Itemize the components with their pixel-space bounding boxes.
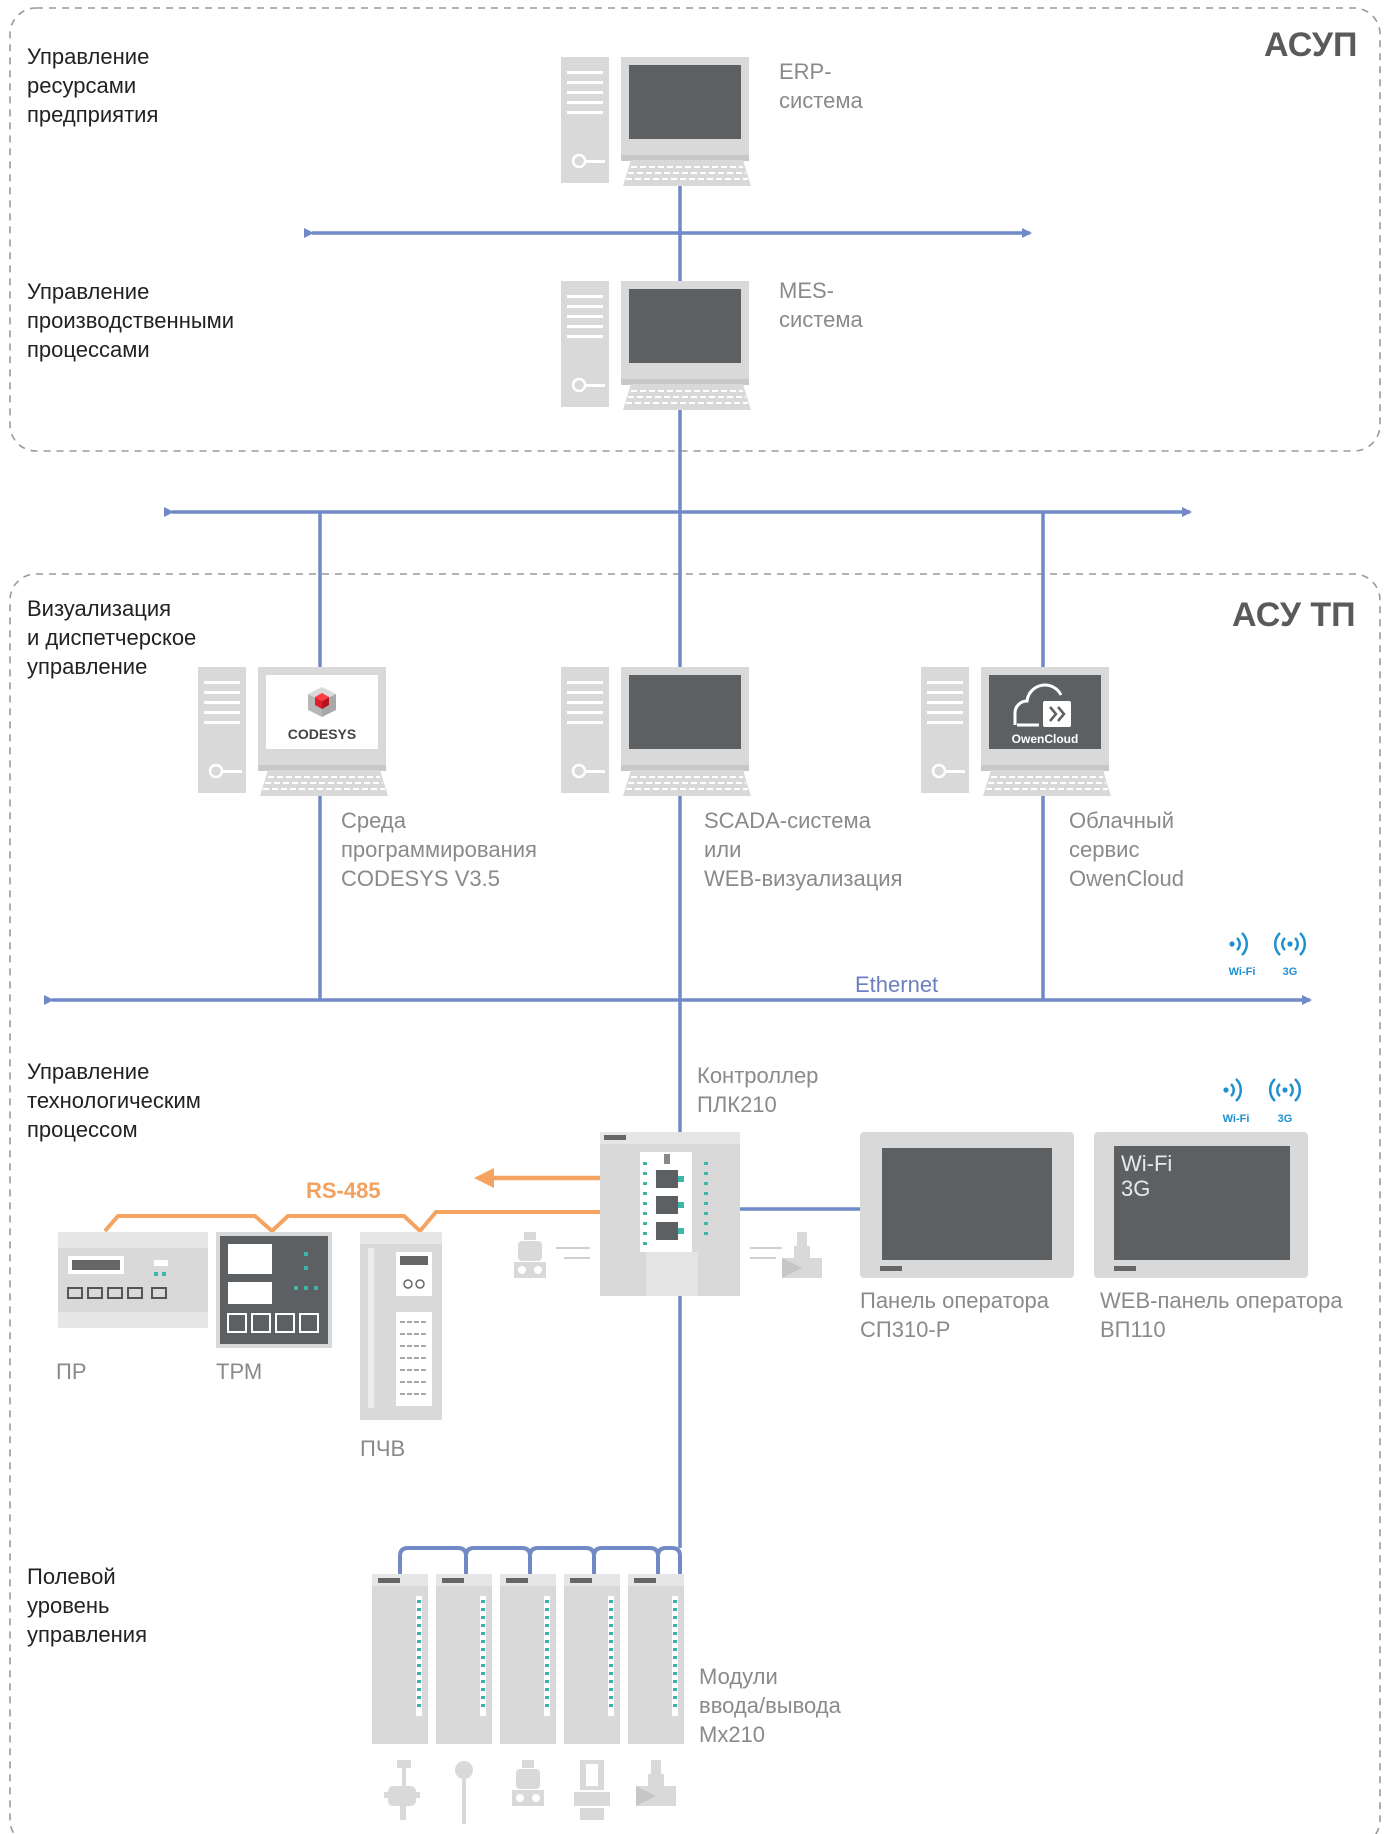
exchange-arrows-icon bbox=[556, 1247, 590, 1259]
plc210-controller bbox=[600, 1132, 740, 1296]
vp110-panel bbox=[1094, 1132, 1308, 1278]
vp110-screen-text: Wi-Fi 3G bbox=[1121, 1151, 1173, 1201]
owencloud-workstation: OwenCloud bbox=[919, 665, 1112, 797]
wifi-icon bbox=[1228, 931, 1249, 957]
rs485-bus bbox=[103, 1210, 600, 1234]
module-link bbox=[398, 1546, 468, 1574]
pchv-device bbox=[360, 1232, 442, 1420]
cloud-icon bbox=[1013, 683, 1071, 727]
asutp-zone-tag: АСУ ТП bbox=[1232, 596, 1356, 634]
io-module bbox=[564, 1574, 620, 1744]
vp110-label: WEB-панель оператора ВП110 bbox=[1100, 1288, 1343, 1342]
pump-icon bbox=[574, 1760, 610, 1820]
codesys-logo-icon bbox=[308, 687, 336, 717]
io-module bbox=[436, 1574, 492, 1744]
asutp-zone bbox=[9, 573, 1381, 1834]
io-modules-group bbox=[372, 1546, 684, 1744]
sp310-panel bbox=[860, 1132, 1074, 1278]
field-level-label: Полевой уровень управления bbox=[27, 1564, 147, 1647]
erp-system-label: ERP- система bbox=[779, 59, 863, 113]
pressure-sensor-icon bbox=[514, 1232, 546, 1278]
ethernet-label: Ethernet bbox=[855, 972, 939, 997]
3g-caption: 3G bbox=[1278, 1113, 1293, 1125]
pressure-sensor-icon bbox=[512, 1760, 544, 1806]
erp-workstation bbox=[559, 55, 752, 187]
asup-zone-tag: АСУП bbox=[1264, 26, 1358, 64]
pchv-label: ПЧВ bbox=[360, 1436, 406, 1461]
io-module bbox=[372, 1574, 428, 1744]
wifi-caption: Wi-Fi bbox=[1223, 1113, 1250, 1125]
3g-icon bbox=[1268, 1077, 1302, 1103]
valve-icon bbox=[782, 1232, 822, 1278]
pr-device bbox=[58, 1232, 208, 1328]
level-sensor-icon bbox=[384, 1760, 420, 1820]
3g-caption: 3G bbox=[1283, 966, 1298, 978]
erp-level-label: Управление ресурсами предприятия bbox=[27, 44, 159, 127]
io-module bbox=[500, 1574, 556, 1744]
asup-zone bbox=[9, 7, 1381, 452]
visualization-level-label: Визуализация и диспетчерское управление bbox=[27, 596, 197, 679]
rs485-label: RS-485 bbox=[306, 1178, 381, 1203]
module-link bbox=[592, 1546, 660, 1574]
module-link bbox=[464, 1546, 532, 1574]
field-instruments bbox=[384, 1760, 676, 1824]
codesys-workstation: CODESYS bbox=[196, 665, 389, 797]
rs485-arrow-head bbox=[474, 1168, 494, 1188]
tech-process-level-label: Управление технологическим процессом bbox=[27, 1059, 201, 1142]
trm-device bbox=[216, 1232, 332, 1348]
codesys-logo-text: CODESYS bbox=[288, 726, 356, 742]
scada-label: SCADA-система или WEB-визуализация bbox=[704, 808, 903, 891]
io-module bbox=[628, 1574, 684, 1744]
trm-label: ТРМ bbox=[216, 1359, 263, 1384]
3g-icon bbox=[1273, 931, 1307, 957]
mes-level-label: Управление производственными процессами bbox=[27, 279, 235, 362]
module-link bbox=[656, 1546, 682, 1574]
owencloud-label: Облачный сервис OwenCloud bbox=[1069, 808, 1184, 891]
sp310-label: Панель оператора СП310-Р bbox=[860, 1288, 1050, 1342]
exchange-arrows-icon bbox=[750, 1247, 782, 1259]
codesys-label: Среда программирования CODESYS V3.5 bbox=[341, 808, 537, 891]
owencloud-logo-text: OwenCloud bbox=[1012, 732, 1079, 746]
io-modules-label: Модули ввода/вывода Мх210 bbox=[699, 1664, 841, 1747]
mes-workstation bbox=[559, 279, 752, 411]
pr-label: ПР bbox=[56, 1359, 87, 1384]
thermometer-icon bbox=[455, 1761, 473, 1824]
mes-system-label: MES- система bbox=[779, 278, 863, 332]
module-link bbox=[528, 1546, 596, 1574]
scada-workstation bbox=[559, 665, 752, 797]
wifi-icon bbox=[1222, 1077, 1243, 1103]
wifi-caption: Wi-Fi bbox=[1229, 966, 1256, 978]
plc210-label: Контроллер ПЛК210 bbox=[697, 1063, 819, 1117]
valve-icon bbox=[636, 1760, 676, 1806]
